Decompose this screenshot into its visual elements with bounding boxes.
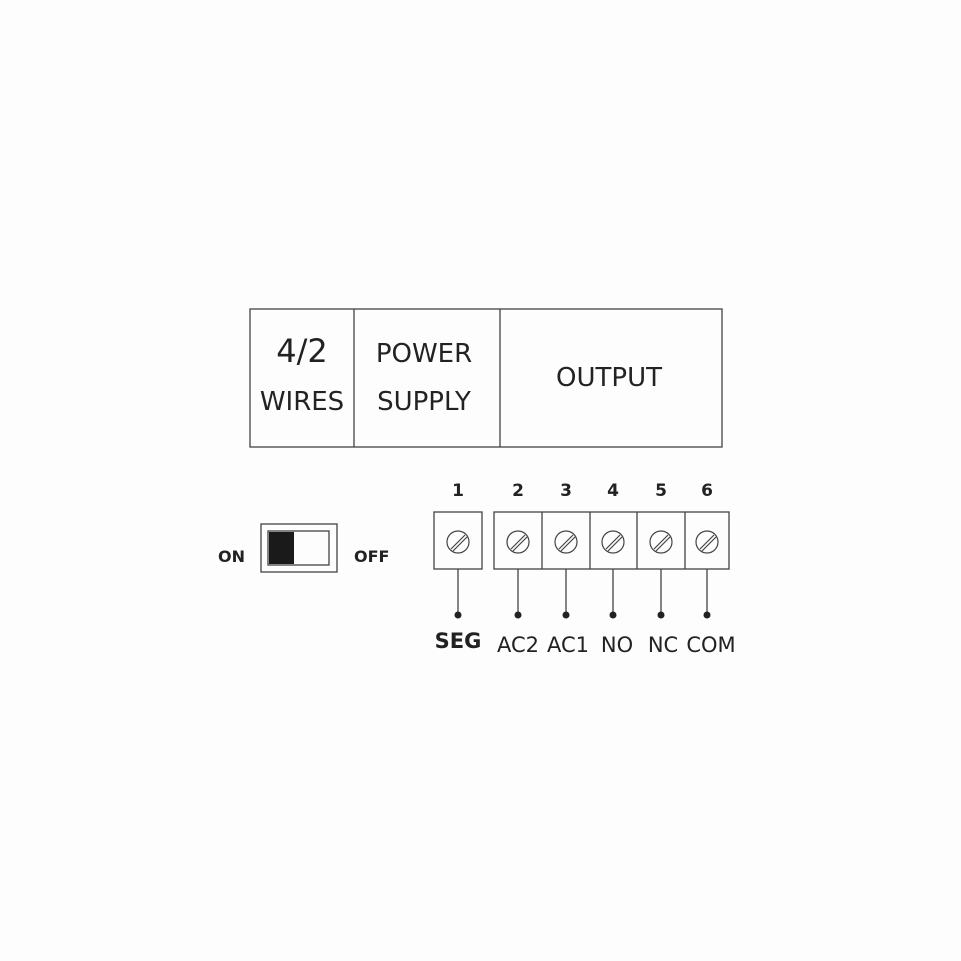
terminal-number: 5 [655,481,667,501]
terminal-1: 1 SEG [433,481,483,653]
terminal-number: 3 [560,481,572,501]
terminal-housing [433,511,483,570]
output-label: OUTPUT [556,363,662,393]
terminal-label: AC2 [497,633,539,657]
terminal-block-housing [493,511,730,570]
switch-housing [260,523,338,573]
wires-count-label: 4/2 [276,332,328,370]
wire-end-dot-icon [562,611,570,619]
power-label: POWER [376,339,472,369]
terminal-3: 3 AC1 [547,481,589,657]
screw-icon[interactable] [446,530,470,554]
header-frame [249,308,723,448]
terminal-6: 6 COM [686,481,735,657]
wire-end-dot-icon [609,611,617,619]
wire-end-dot-icon [514,611,522,619]
wire-end-dot-icon [657,611,665,619]
wire-end-dot-icon [454,611,462,619]
terminal-2: 2 AC2 [497,481,539,657]
screw-icon[interactable] [649,530,673,554]
terminal-number: 2 [512,481,524,501]
switch-actuator[interactable] [269,532,294,564]
terminal-label: SEG [435,629,482,653]
header-table: 4/2 WIRES POWER SUPPLY OUTPUT [249,308,723,448]
terminal-label: NO [601,633,633,657]
supply-label: SUPPLY [377,387,471,417]
terminal-label: AC1 [547,633,589,657]
screw-icon[interactable] [601,530,625,554]
terminal-number: 6 [701,481,713,501]
screw-icon[interactable] [554,530,578,554]
terminal-5: 5 NC [648,481,678,657]
terminal-block: 2 AC2 3 AC1 4 [493,481,736,657]
wires-label: WIRES [260,387,344,417]
terminal-number: 4 [607,481,619,501]
terminal-label: COM [686,633,735,657]
screw-icon[interactable] [506,530,530,554]
terminal-4: 4 NO [601,481,633,657]
wire-end-dot-icon [703,611,711,619]
switch-on-label: ON [218,547,245,566]
screw-icon[interactable] [695,530,719,554]
terminal-label: NC [648,633,678,657]
terminal-number: 1 [452,481,464,501]
switch-off-label: OFF [354,547,389,566]
dip-switch: ON OFF [218,523,389,573]
switch-slot [267,530,330,566]
